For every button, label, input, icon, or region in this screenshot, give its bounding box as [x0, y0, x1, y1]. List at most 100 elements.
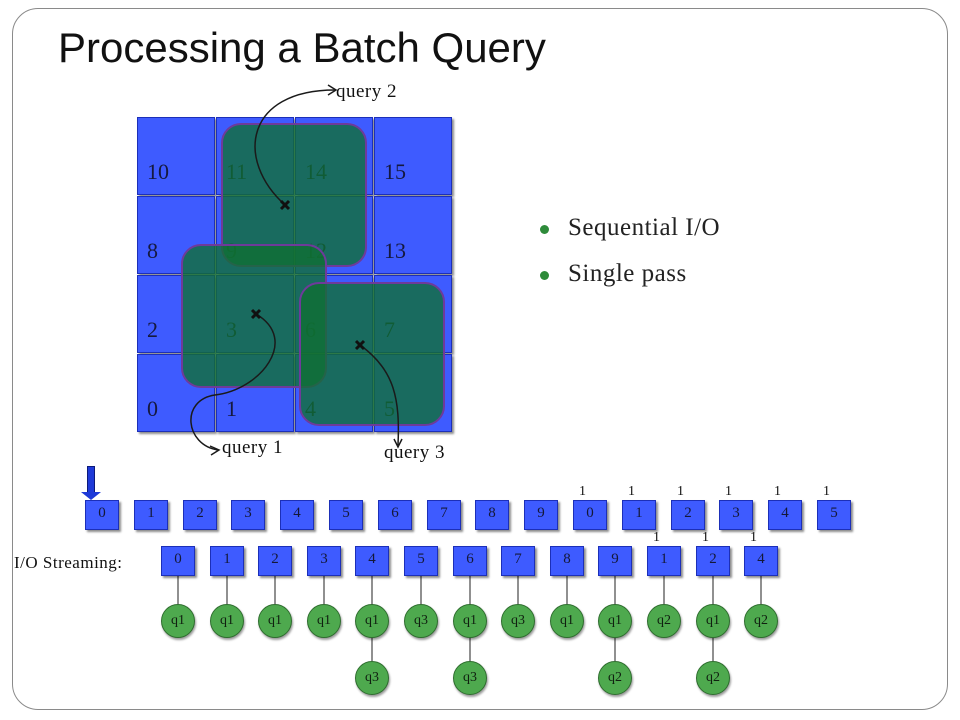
disk-page-number: 5	[342, 505, 350, 521]
disk-page-number: 3	[244, 505, 252, 521]
stream-page-number: 5	[417, 551, 425, 567]
query-tag: q1	[598, 604, 632, 638]
query-tag: q1	[161, 604, 195, 638]
query-tag-label: q3	[511, 613, 525, 628]
bullet-list: Sequential I/O Single pass	[540, 214, 720, 306]
query-1-label: query 1	[222, 437, 284, 458]
stream-page-number: 9	[611, 551, 619, 567]
stream-page: 4	[355, 546, 389, 576]
bullet-dot-icon	[540, 271, 549, 280]
grid-cell	[374, 117, 452, 195]
disk-page-superscript: 1	[579, 484, 586, 499]
stream-page-number: 2	[709, 551, 717, 567]
disk-page: 0	[573, 500, 607, 530]
disk-page-number: 0	[586, 505, 594, 521]
grid-cell-label: 2	[147, 317, 158, 342]
stream-page-number: 2	[271, 551, 279, 567]
query-tag-secondary: q3	[453, 661, 487, 695]
disk-page: 4	[280, 500, 314, 530]
stream-page: 5	[404, 546, 438, 576]
stream-page-superscript: 1	[702, 530, 709, 545]
query-tag-label: q1	[463, 613, 477, 628]
query-1-arrowhead	[209, 445, 221, 456]
disk-page-number: 3	[732, 505, 740, 521]
query-2-connector	[254, 89, 336, 206]
disk-page-superscript: 1	[774, 484, 781, 499]
stream-page-number: 7	[514, 551, 522, 567]
query-tag-label: q3	[414, 613, 428, 628]
query-3-connector	[359, 344, 400, 446]
grid-cell-label: 0	[147, 396, 158, 421]
disk-page: 9	[524, 500, 558, 530]
query-2-arrowhead	[327, 84, 338, 96]
query-tag-secondary: q3	[355, 661, 389, 695]
query-tag-label: q1	[365, 613, 379, 628]
bullet-item: Sequential I/O	[540, 214, 720, 260]
query-tag: q1	[453, 604, 487, 638]
stream-page-number: 6	[466, 551, 474, 567]
query-tag-label: q2	[754, 613, 768, 628]
grid-cell-label: 1	[226, 396, 237, 421]
grid-cell-label: 10	[147, 159, 169, 184]
bullet-dot-icon	[540, 225, 549, 234]
stream-page: 6	[453, 546, 487, 576]
disk-page: 1	[622, 500, 656, 530]
grid-cell-label: 15	[384, 159, 406, 184]
read-pointer-arrowhead-icon	[81, 492, 101, 500]
query-tag-label: q2	[608, 670, 622, 685]
grid-cell	[137, 117, 215, 195]
stream-page-superscript: 1	[750, 530, 757, 545]
grid-cell	[374, 196, 452, 274]
disk-page-superscript: 1	[725, 484, 732, 499]
query-3-point-marker	[354, 339, 366, 351]
stream-page-superscript: 1	[653, 530, 660, 545]
stream-page-number: 4	[368, 551, 376, 567]
query-tag-label: q1	[608, 613, 622, 628]
query-tag: q3	[404, 604, 438, 638]
stream-page-number: 3	[320, 551, 328, 567]
disk-page: 5	[817, 500, 851, 530]
grid-cell	[137, 196, 215, 274]
stream-page-number: 4	[757, 551, 765, 567]
disk-page-number: 2	[196, 505, 204, 521]
stream-page: 1	[647, 546, 681, 576]
query-3-arrowhead	[393, 438, 403, 449]
grid-cell-label: 13	[384, 238, 406, 263]
disk-page-number: 4	[781, 505, 789, 521]
query-tag-label: q1	[317, 613, 331, 628]
disk-page: 3	[231, 500, 265, 530]
query-tag: q1	[307, 604, 341, 638]
query-tag: q1	[210, 604, 244, 638]
stream-page: 2	[258, 546, 292, 576]
query-tag-secondary: q2	[598, 661, 632, 695]
slide-title: Processing a Batch Query	[58, 24, 546, 71]
disk-page-number: 6	[391, 505, 399, 521]
disk-page: 0	[85, 500, 119, 530]
stream-page: 0	[161, 546, 195, 576]
disk-page: 5	[329, 500, 363, 530]
disk-page: 8	[475, 500, 509, 530]
stream-page: 7	[501, 546, 535, 576]
disk-page-number: 4	[293, 505, 301, 521]
query-tag-label: q1	[706, 613, 720, 628]
disk-page: 4	[768, 500, 802, 530]
query-3-label: query 3	[384, 442, 446, 463]
query-tag: q1	[258, 604, 292, 638]
disk-page-superscript: 1	[823, 484, 830, 499]
disk-page-number: 2	[684, 505, 692, 521]
disk-page-number: 1	[635, 505, 643, 521]
stream-page: 1	[210, 546, 244, 576]
disk-page-number: 9	[537, 505, 545, 521]
disk-page-number: 0	[98, 505, 106, 521]
disk-page-number: 1	[147, 505, 155, 521]
query-tag-label: q2	[706, 670, 720, 685]
io-streaming-label: I/O Streaming:	[14, 553, 123, 572]
stream-page: 4	[744, 546, 778, 576]
query-tag-label: q1	[268, 613, 282, 628]
stream-page: 3	[307, 546, 341, 576]
bullet-text: Single pass	[568, 260, 687, 287]
disk-page: 6	[378, 500, 412, 530]
query-tag-label: q1	[220, 613, 234, 628]
stream-page-number: 1	[223, 551, 231, 567]
